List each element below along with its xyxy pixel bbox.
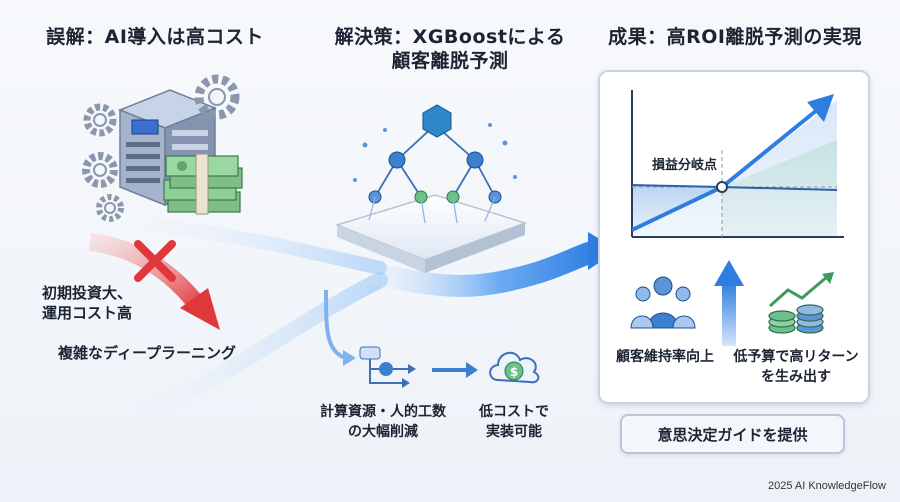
stream-left-upper bbox=[143, 218, 387, 275]
gear-icon-large bbox=[194, 74, 240, 120]
gear-icon bbox=[83, 103, 117, 137]
stream-down-head bbox=[343, 350, 356, 366]
cross-icon bbox=[134, 240, 176, 282]
gear-icon-small bbox=[82, 152, 118, 188]
resource-text-line2: の大幅削減 bbox=[348, 424, 418, 440]
center-heading-line1: 解決策：XGBoostによる bbox=[334, 26, 566, 48]
breakeven-point bbox=[716, 181, 728, 193]
center-heading-line2: 顧客離脱予測 bbox=[391, 50, 509, 72]
right-heading: 成果：高ROI離脱予測の実現 bbox=[608, 26, 862, 48]
coins-growth-icon bbox=[768, 272, 834, 334]
breakeven-label: 損益分岐点 bbox=[652, 158, 718, 173]
svg-text:$: $ bbox=[510, 365, 518, 379]
resource-text-line1: 計算資源・人的工数 bbox=[320, 404, 446, 420]
gear-icon-bottom bbox=[96, 194, 124, 222]
flow-icon bbox=[359, 346, 416, 388]
deep-learning-text: 複雑なディープラーニング bbox=[58, 344, 237, 362]
flow-arrow bbox=[432, 362, 478, 378]
return-text-line2: を生み出す bbox=[761, 369, 831, 385]
cost-text-line1: 初期投資大、 bbox=[42, 284, 133, 302]
tree-icon bbox=[334, 104, 528, 273]
up-arrow-icon bbox=[714, 260, 744, 346]
stream-down bbox=[324, 289, 346, 360]
lowcost-text-line2: 実装可能 bbox=[486, 424, 542, 440]
decision-guide-button[interactable]: 意思決定ガイドを提供 bbox=[620, 414, 845, 454]
cloud-dollar-icon: $ bbox=[489, 351, 540, 384]
left-heading: 誤解：AI導入は高コスト bbox=[46, 26, 264, 48]
people-icon bbox=[630, 276, 696, 329]
return-text-line1: 低予算で高リターン bbox=[733, 349, 859, 365]
money-icon bbox=[163, 153, 243, 215]
roi-arrow-head bbox=[807, 94, 834, 122]
stream-left-lower bbox=[142, 272, 388, 418]
cost-text-line2: 運用コスト高 bbox=[42, 304, 133, 322]
footer-credit: 2025 AI KnowledgeFlow bbox=[767, 480, 886, 492]
roi-chart bbox=[631, 90, 844, 238]
lowcost-text-line1: 低コストで bbox=[479, 404, 549, 420]
growth-area bbox=[632, 100, 837, 237]
retention-text: 顧客維持率向上 bbox=[616, 349, 714, 365]
stream-main bbox=[369, 239, 609, 297]
